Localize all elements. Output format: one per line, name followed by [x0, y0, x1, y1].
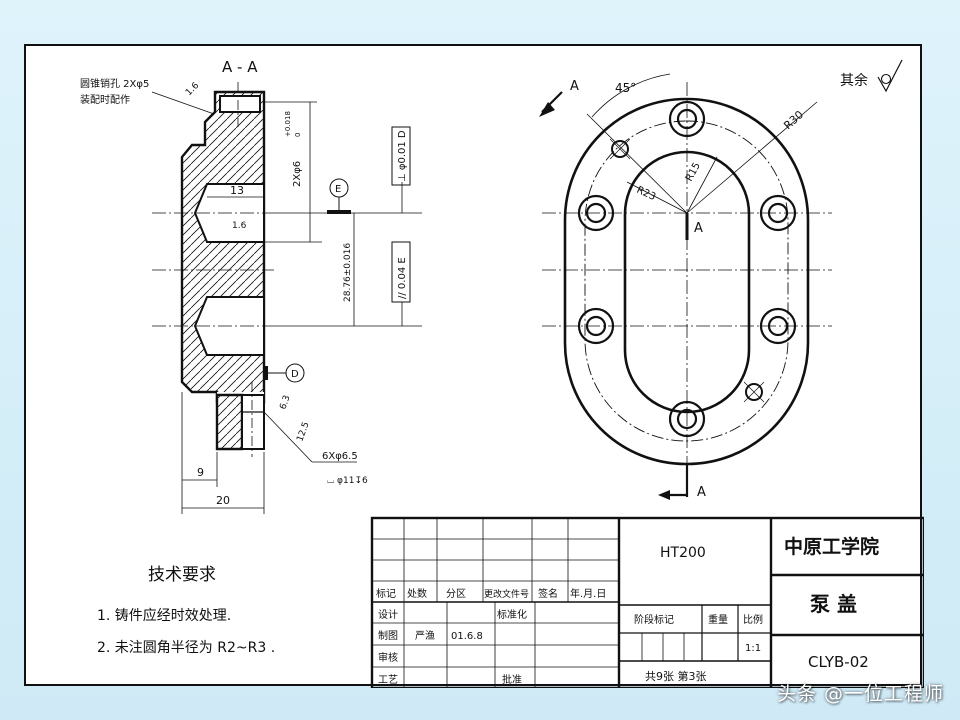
section-view: [151, 82, 422, 514]
tech-item-2: 2. 未注圆角半径为 R2~R3 .: [97, 640, 275, 656]
counterbore: ⌴ φ11↧6: [327, 476, 368, 486]
header-mark: 标记: [376, 588, 396, 600]
hole-tol-lower: 0: [294, 133, 302, 137]
plan-view: [539, 59, 903, 500]
stage-mark-label: 阶段标记: [634, 613, 674, 626]
bolt-hole-left-bottom: [577, 307, 615, 345]
header-sign: 签名: [538, 587, 558, 600]
bolt-hole-top: [668, 100, 706, 138]
title-block-grid: [370, 516, 924, 688]
roughness-63: 6.3: [278, 394, 292, 411]
drawing-no: CLYB-02: [808, 653, 869, 671]
drafter-name: 严渔: [415, 630, 435, 642]
dim-20: 20: [216, 494, 230, 507]
drafting-label: 制图: [378, 629, 398, 642]
perp-tolerance: ⊥ φ0.01 D: [397, 130, 408, 182]
radius-23: R23: [635, 185, 657, 203]
weight-label: 重量: [708, 613, 728, 626]
header-date: 年.月.日: [570, 587, 606, 600]
process-label: 工艺: [378, 674, 398, 686]
surface-rest-label: 其余: [840, 72, 868, 89]
section-arrow-bottom-label: A: [697, 485, 706, 500]
hole-dim: 2Xφ6: [292, 161, 303, 187]
counterbore-hole: [241, 394, 265, 450]
design-label: 设计: [378, 608, 398, 621]
bolt-hole-bottom: [668, 400, 706, 438]
note-line-1: 圆锥销孔 2Xφ5: [80, 77, 149, 90]
sheets-label: 共9张 第3张: [645, 669, 707, 683]
watermark: 头条 @一位工程师: [776, 683, 944, 705]
angle-45: 45°: [615, 81, 636, 95]
pin-hole: [219, 95, 261, 113]
perp-tolerance-frame: [391, 126, 411, 186]
note-line-2: 装配时配作: [80, 93, 130, 106]
radius-30: R30: [781, 108, 806, 132]
dim-9: 9: [197, 466, 204, 479]
tech-item-1: 1. 铸件应经时效处理.: [97, 607, 231, 624]
roughness-top: 1.6: [184, 81, 201, 98]
section-label: A - A: [222, 58, 258, 76]
drawing-sheet: A - A 圆锥销孔 2Xφ5 装配时配作 1.6 2Xφ6 +0.018 0 …: [24, 44, 924, 688]
standardize-label: 标准化: [497, 608, 527, 621]
radius-15: R15: [684, 161, 703, 184]
holes-6x: 6Xφ6.5: [322, 451, 358, 462]
datum-e-label: E: [335, 184, 341, 195]
tech-requirements: 技术要求 1. 铸件应经时效处理. 2. 未注圆角半径为 R2~R3 .: [97, 565, 275, 656]
par-tolerance-frame: [391, 241, 411, 303]
pin-hole-upper-left: [609, 138, 631, 160]
approve-label: 批准: [502, 673, 522, 686]
review-label: 审核: [378, 651, 398, 664]
drafting-date: 01.6.8: [451, 631, 483, 642]
header-change: 更改文件号: [484, 588, 529, 600]
roughness-125: 12.5: [295, 421, 311, 443]
header-zone: 分区: [446, 588, 466, 600]
datum-d-label: D: [291, 369, 299, 380]
roughness-inner: 1.6: [232, 221, 247, 231]
part-name: 泵 盖: [810, 592, 857, 616]
scale-label: 比例: [743, 613, 763, 626]
center-distance: 28.76±0.016: [343, 243, 353, 302]
bolt-hole-right-top: [759, 194, 797, 232]
tech-title: 技术要求: [148, 565, 216, 585]
bolt-hole-left-top: [577, 194, 615, 232]
header-count: 处数: [407, 587, 427, 600]
bottom-boss: [215, 393, 244, 451]
section-arrow-top-label: A: [570, 79, 579, 94]
engineering-drawing: A - A 圆锥销孔 2Xφ5 装配时配作 1.6 2Xφ6 +0.018 0 …: [80, 58, 924, 688]
center-label: A: [694, 221, 703, 236]
hole-tol-upper: +0.018: [284, 111, 292, 137]
bolt-circle: [584, 120, 789, 442]
pin-hole-lower-right: [743, 381, 765, 403]
bolt-hole-right-bottom: [759, 307, 797, 345]
material: HT200: [660, 545, 706, 561]
institution: 中原工学院: [784, 535, 879, 558]
depth-13: 13: [230, 184, 244, 197]
par-tolerance: // 0.04 E: [397, 257, 408, 299]
scale-value: 1:1: [745, 643, 761, 654]
section-view-labels: A - A 圆锥销孔 2Xφ5 装配时配作 1.6 2Xφ6 +0.018 0 …: [80, 58, 408, 507]
title-block-text: HT200 中原工学院 泵 盖 CLYB-02 标记 处数 分区 更改文件号 签…: [376, 535, 879, 686]
